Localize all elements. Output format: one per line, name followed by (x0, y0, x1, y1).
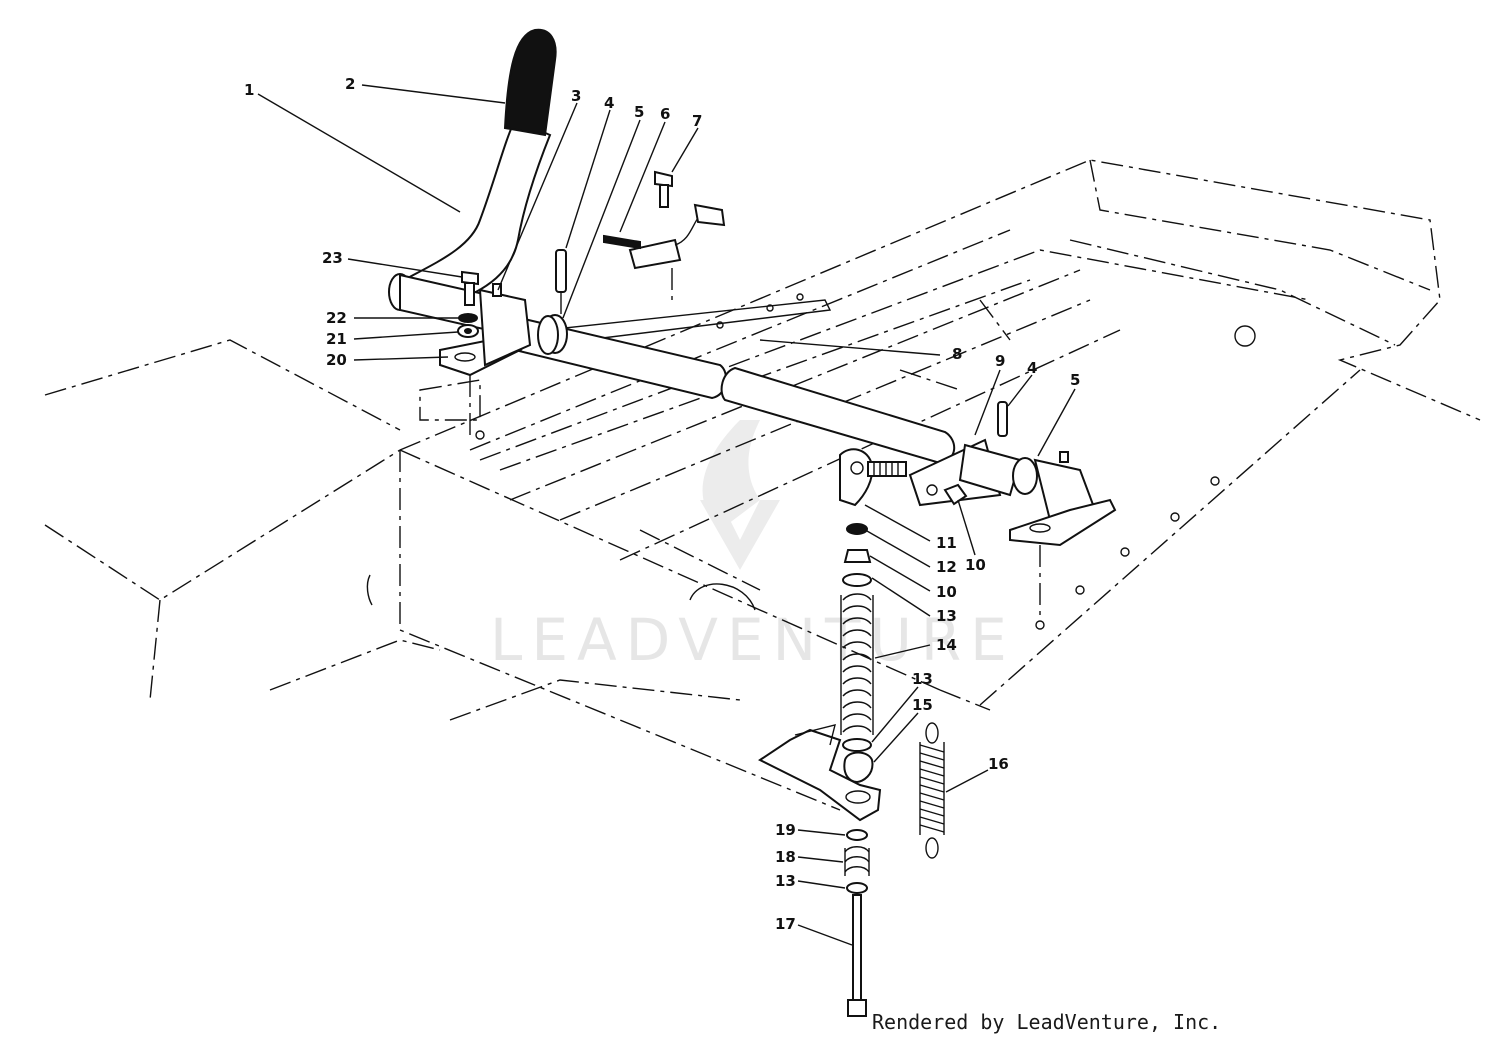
callout-10: 10 (936, 583, 957, 601)
watermark-text: LEADVENTURE (490, 606, 1016, 674)
callout-23: 23 (322, 249, 343, 267)
compression-spring (840, 573, 874, 784)
callout-18: 18 (775, 848, 796, 866)
callout-10-right: 10 (965, 556, 986, 574)
callout-22: 22 (326, 309, 347, 327)
callout-13-lower: 13 (912, 670, 933, 688)
callout-19: 19 (775, 821, 796, 839)
callout-1: 1 (244, 81, 254, 99)
callout-9: 9 (995, 352, 1005, 370)
left-bearing-bracket (439, 283, 532, 377)
callout-5-right: 5 (1070, 371, 1080, 389)
callout-numbers: 1 2 3 4 5 6 7 8 9 4 5 10 11 12 10 13 14 … (244, 75, 1080, 933)
safety-switch (603, 170, 726, 300)
callout-6: 6 (660, 105, 670, 123)
callout-17: 17 (775, 915, 796, 933)
callout-8: 8 (952, 345, 962, 363)
watermark-v-icon (700, 500, 780, 570)
right-arm-bearing (908, 401, 1117, 620)
callout-4-right: 4 (1027, 359, 1037, 377)
callout-13-bottom: 13 (775, 872, 796, 890)
callout-7: 7 (692, 112, 702, 130)
callout-12: 12 (936, 558, 957, 576)
lever-grip (503, 28, 557, 137)
brake-arm-casting (758, 724, 882, 822)
render-credit: Rendered by LeadVenture, Inc. (872, 1010, 1222, 1034)
callout-4: 4 (604, 94, 614, 112)
mower-deck-outline (44, 159, 1481, 811)
extension-spring (919, 722, 945, 859)
callout-3: 3 (571, 87, 581, 105)
callout-leaders (257, 84, 1076, 946)
callout-13: 13 (936, 607, 957, 625)
watermark: LEADVENTURE (490, 420, 1016, 674)
left-roll-pin (537, 249, 567, 355)
callout-15: 15 (912, 696, 933, 714)
rod-end-assembly (839, 448, 907, 563)
left-bolt-washers (457, 270, 479, 440)
lower-bolt-stack (844, 829, 870, 1017)
callout-16: 16 (988, 755, 1009, 773)
callout-21: 21 (326, 330, 347, 348)
callout-11: 11 (936, 534, 957, 552)
callout-2: 2 (345, 75, 355, 93)
callout-14: 14 (936, 636, 957, 654)
callout-5: 5 (634, 103, 644, 121)
callout-20: 20 (326, 351, 347, 369)
